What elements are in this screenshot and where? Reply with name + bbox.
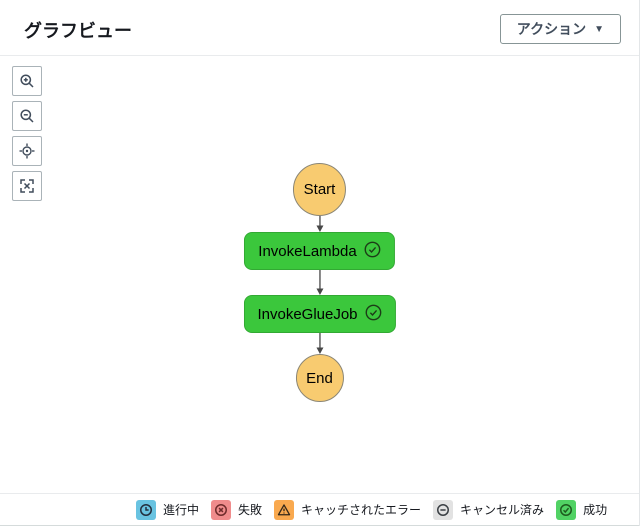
edge-invokegluejob-to-end (315, 333, 323, 354)
center-view-button[interactable] (12, 136, 42, 166)
edge-invokelambda-to-invokegluejob (315, 270, 323, 295)
edge-start-to-invokelambda (315, 216, 323, 232)
fit-view-icon (19, 178, 35, 194)
legend-label: 進行中 (163, 503, 200, 517)
end-node[interactable]: End (295, 354, 344, 402)
legend-label: 成功 (583, 503, 608, 517)
warning-triangle-icon (274, 499, 295, 520)
minus-circle-icon (433, 499, 454, 520)
zoom-out-icon (19, 108, 35, 124)
clock-icon (136, 499, 156, 520)
task-node-invokegluejob[interactable]: InvokeGlueJob (243, 295, 396, 333)
graph-canvas[interactable]: Start InvokeLambda InvokeGlueJob (0, 56, 639, 493)
check-circle-icon (364, 241, 381, 262)
actions-menu-button[interactable]: アクション ▼ (499, 14, 621, 44)
end-node-label: End (306, 369, 333, 387)
legend-label: 失敗 (238, 503, 263, 517)
actions-menu-label: アクション (516, 21, 587, 37)
legend-item-caught-error: キャッチされたエラー (274, 499, 422, 520)
graph-toolbar (12, 66, 42, 201)
legend-item-failed: 失敗 (211, 499, 263, 520)
task-node-label: InvokeGlueJob (257, 305, 358, 323)
x-circle-icon (211, 499, 232, 520)
check-circle-icon (556, 499, 577, 520)
legend-item-cancelled: キャンセル済み (433, 499, 545, 520)
zoom-in-icon (19, 73, 35, 89)
chevron-down-icon: ▼ (594, 23, 604, 35)
zoom-in-button[interactable] (12, 66, 42, 96)
legend-item-succeeded: 成功 (556, 499, 608, 520)
legend-label: キャンセル済み (460, 503, 545, 517)
page-title: グラフビュー (24, 21, 132, 41)
check-circle-icon (365, 304, 382, 325)
legend-item-in-progress: 進行中 (136, 499, 200, 520)
zoom-out-button[interactable] (12, 101, 42, 131)
start-node[interactable]: Start (292, 163, 346, 216)
center-view-icon (19, 143, 35, 159)
header: グラフビュー アクション ▼ (0, 0, 639, 56)
fit-view-button[interactable] (12, 171, 42, 201)
status-legend: 進行中 失敗 キャッチされたエラー (0, 493, 639, 526)
legend-label: キャッチされたエラー (301, 503, 422, 517)
workflow-graph: Start InvokeLambda InvokeGlueJob (243, 163, 396, 402)
task-node-label: InvokeLambda (258, 242, 357, 260)
task-node-invokelambda[interactable]: InvokeLambda (244, 232, 395, 270)
start-node-label: Start (303, 181, 336, 198)
